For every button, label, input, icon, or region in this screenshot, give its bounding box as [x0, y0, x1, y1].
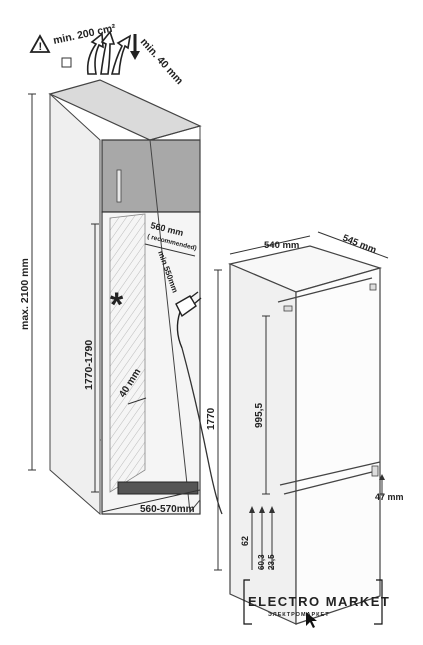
door-height-label: 995,5	[254, 403, 265, 428]
plinth-vent	[117, 481, 199, 495]
upper-door-handle	[116, 169, 122, 203]
niche-height-label: 1770-1790	[83, 340, 95, 390]
min-top-gap-label: min. 40 mm	[138, 36, 186, 87]
cabinet-right-panel	[149, 125, 201, 514]
small-offset-arrows	[249, 506, 275, 570]
bottom-gap-label: 47 mm	[375, 492, 404, 502]
appliance-height-dimension	[214, 269, 222, 571]
appliance-width-label: 540 mm	[264, 240, 299, 251]
lower-hinge	[371, 465, 379, 477]
appliance-depth-line	[317, 231, 389, 259]
max-height-dimension	[28, 93, 36, 471]
rear-gap-line	[127, 397, 147, 405]
cabinet-left-panel	[49, 92, 101, 516]
door-height-dimension	[262, 315, 270, 495]
brand-name: ELECTRO MARKET	[248, 594, 390, 609]
vent-grille	[61, 57, 72, 68]
top-gap-arrow-icon	[130, 34, 140, 60]
niche-rear-panel	[109, 213, 146, 493]
right-hinge	[369, 283, 377, 291]
svg-text:!: !	[39, 41, 43, 53]
appliance-hinge-bar	[283, 471, 373, 495]
airflow-arrows-icon	[86, 30, 132, 75]
power-cable	[181, 347, 223, 515]
asterisk-marker: *	[110, 286, 124, 324]
power-plug-icon	[175, 291, 202, 349]
dim-60-3-label: 60,3	[257, 554, 266, 570]
dim-23-5-label: 23,5	[267, 554, 276, 570]
upper-hinge	[283, 305, 293, 312]
appliance-door-split	[279, 461, 381, 486]
max-height-label: max. 2100 mm	[19, 258, 31, 330]
niche-height-dimension	[91, 223, 99, 493]
appliance-width-line	[229, 235, 311, 255]
brand-logo: ELECTRO MARKET ЭЛЕКТРОМАРКЕТ	[243, 579, 390, 628]
niche-width-label: 560-570mm	[140, 504, 195, 515]
bottom-gap-dimension	[379, 474, 385, 496]
appliance-depth-label: 545 mm	[341, 233, 378, 256]
appliance-height-label: 1770	[206, 407, 217, 430]
appliance-front	[295, 267, 381, 625]
cursor-icon	[306, 612, 317, 628]
niche-width-dimension	[101, 489, 201, 513]
niche-depth-line	[144, 243, 196, 257]
dim-62-label: 62	[240, 536, 250, 546]
warning-icon: !	[29, 34, 51, 53]
appliance-top-ridge	[277, 277, 373, 303]
brand-tagline: ЭЛЕКТРОМАРКЕТ	[268, 612, 330, 618]
